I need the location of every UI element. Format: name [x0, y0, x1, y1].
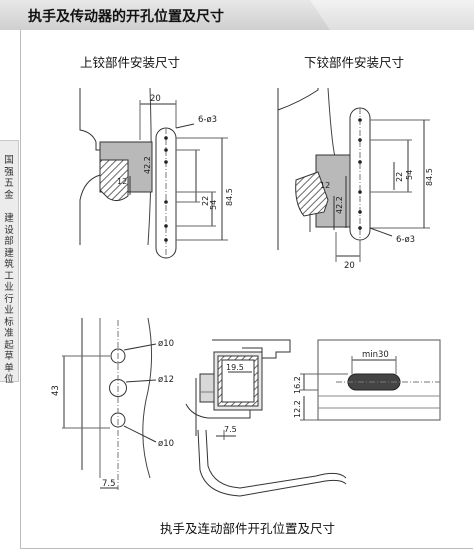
lower-dim-12: 12: [320, 181, 330, 190]
lower-dim-42: 42.2: [335, 196, 344, 214]
handle-title: 执手及连动部件开孔位置及尺寸: [160, 521, 336, 536]
upper-dim-845: 84.5: [225, 188, 234, 206]
upper-dim-width: 20: [150, 94, 161, 104]
handle-dim-d12: ø12: [158, 375, 174, 385]
handle-holes-drawing: [62, 317, 157, 490]
lower-dim-845: 84.5: [425, 168, 434, 186]
lower-dim-holes: 6-ø3: [396, 235, 415, 245]
content-frame: [20, 30, 473, 549]
lower-hinge-drawing: [277, 87, 430, 262]
sidebar-standard: 建设部建筑工业行业标准起草单位: [4, 213, 14, 385]
handle-dim-d10a: ø10: [158, 339, 174, 349]
lower-dim-width: 20: [344, 261, 355, 271]
sidebar-tab: 国强五金 建设部建筑工业行业标准起草单位: [0, 140, 19, 385]
handle-dim-min30: min30: [362, 350, 389, 360]
upper-hinge-drawing: [79, 87, 228, 259]
handle-dim-195: 19.5: [226, 363, 244, 372]
sidebar-company: 国强五金: [4, 155, 14, 201]
upper-dim-22: 22: [201, 196, 210, 206]
handle-dim-75b: 7.5: [224, 425, 237, 434]
header-tab: [0, 0, 330, 30]
upper-dim-12: 12: [117, 177, 127, 186]
lower-dim-22: 22: [395, 172, 404, 182]
handle-slot-drawing: [300, 339, 441, 421]
upper-dim-54: 54: [209, 200, 218, 210]
upper-dim-42: 42.2: [143, 156, 152, 174]
page-title: 执手及传动器的开孔位置及尺寸: [28, 9, 224, 25]
lower-dim-54: 54: [405, 170, 414, 180]
lower-hinge-holes: [358, 118, 362, 230]
upper-hinge-holes: [164, 136, 168, 242]
handle-dim-d10b: ø10: [158, 439, 174, 449]
handle-dim-122: 12.2: [293, 400, 302, 418]
handle-section-drawing: [185, 339, 347, 497]
handle-dim-162: 16.2: [293, 376, 302, 394]
handle-dim-75: 7.5: [102, 479, 116, 489]
upper-hinge-title: 上铰部件安装尺寸: [80, 55, 181, 70]
lower-hinge-title: 下铰部件安装尺寸: [304, 55, 405, 70]
upper-dim-holes: 6-ø3: [198, 115, 217, 125]
handle-dim-43: 43: [51, 385, 61, 396]
